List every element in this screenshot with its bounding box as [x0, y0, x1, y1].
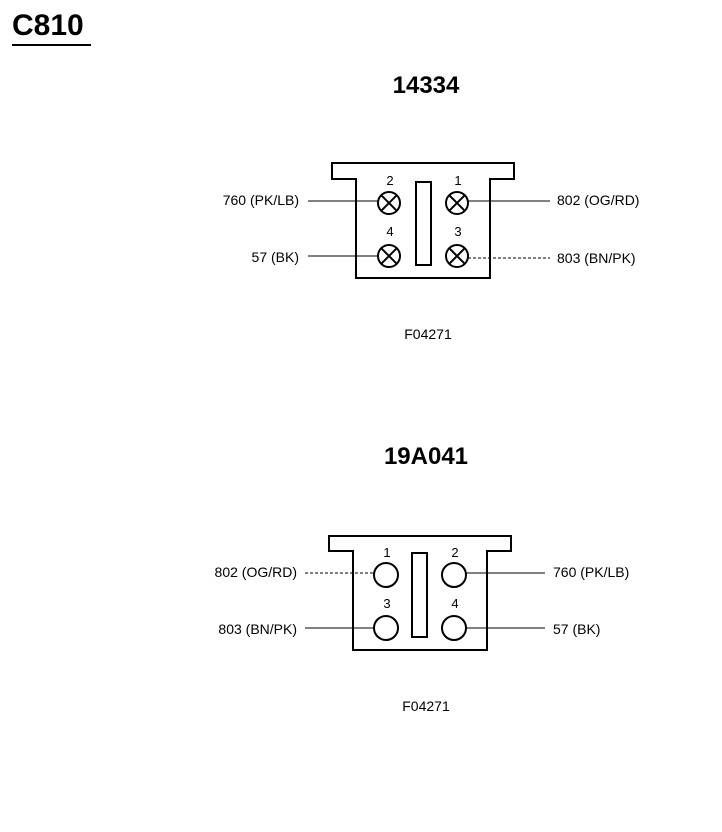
pin-number: 1 [383, 545, 390, 560]
pin-terminal [377, 191, 401, 215]
pin-1: 1 802 (OG/RD) [445, 173, 639, 215]
pin-terminal [373, 615, 399, 641]
pin-number: 4 [451, 596, 458, 611]
pin-cross [380, 194, 398, 212]
wire-label: 57 (BK) [252, 249, 299, 265]
pin-terminal [441, 615, 467, 641]
pin-4: 4 57 (BK) [252, 224, 401, 268]
pin-terminal [373, 562, 399, 588]
pin-cross [448, 194, 466, 212]
figure-id: F04271 [404, 326, 452, 342]
connector-view-19a041: 19A041 1 802 (OG/RD) 2 760 (PK/LB) 3 803… [215, 443, 630, 714]
pin-number: 1 [454, 173, 461, 188]
part-number: 14334 [393, 72, 460, 99]
center-key [415, 181, 432, 266]
pin-terminal [441, 562, 467, 588]
connector-id: C810 [12, 9, 84, 42]
pin-2: 2 760 (PK/LB) [441, 545, 629, 588]
pin-number: 3 [383, 596, 390, 611]
connector-housing [331, 162, 515, 279]
pin-2: 2 760 (PK/LB) [223, 173, 401, 215]
center-key [411, 552, 428, 638]
connector-housing [328, 535, 512, 651]
pin-4: 4 57 (BK) [441, 596, 600, 641]
pin-3: 3 803 (BN/PK) [445, 224, 636, 268]
pin-cross [448, 247, 466, 265]
wire-label: 57 (BK) [553, 621, 600, 637]
wire-label: 760 (PK/LB) [223, 192, 299, 208]
wire-label: 803 (BN/PK) [557, 250, 636, 266]
pin-terminal [445, 191, 469, 215]
pin-number: 2 [386, 173, 393, 188]
wire-label: 760 (PK/LB) [553, 564, 629, 580]
wire-label: 802 (OG/RD) [557, 192, 639, 208]
pin-number: 2 [451, 545, 458, 560]
wire-label: 803 (BN/PK) [218, 621, 297, 637]
pin-cross [380, 247, 398, 265]
pin-number: 4 [386, 224, 393, 239]
pin-1: 1 802 (OG/RD) [215, 545, 399, 588]
pin-number: 3 [454, 224, 461, 239]
part-number: 19A041 [384, 443, 468, 470]
connector-view-14334: 14334 2 760 (PK/LB) 1 802 (OG/RD) 4 57 (… [223, 72, 640, 342]
pin-3: 3 803 (BN/PK) [218, 596, 399, 641]
figure-id: F04271 [402, 698, 450, 714]
wire-label: 802 (OG/RD) [215, 564, 297, 580]
pin-terminal [445, 244, 469, 268]
